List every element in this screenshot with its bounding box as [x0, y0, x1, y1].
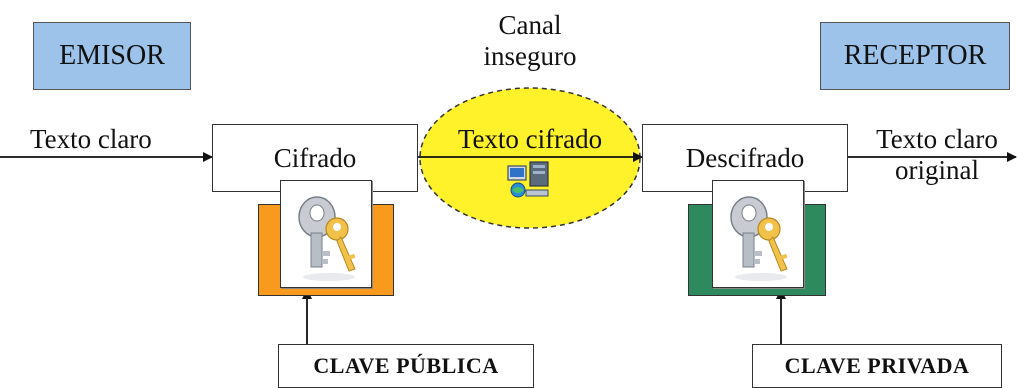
receptor-label: RECEPTOR	[843, 40, 987, 71]
network-computers-icon	[506, 160, 552, 200]
channel-title: Canal inseguro	[470, 10, 590, 72]
output-label-line1: Texto claro	[876, 124, 998, 154]
encrypt-label: Cifrado	[273, 142, 357, 173]
emisor-label: EMISOR	[59, 40, 165, 71]
decrypt-label: Descifrado	[685, 142, 805, 173]
key-icon	[730, 196, 788, 281]
encrypt-key-card	[280, 180, 372, 288]
decrypt-key-card	[712, 180, 804, 288]
encrypt-box: Cifrado	[212, 124, 418, 192]
private-key-label: CLAVE PRIVADA	[784, 353, 970, 378]
receptor-box: RECEPTOR	[820, 22, 1010, 90]
channel-title-line2: inseguro	[483, 41, 577, 72]
channel-inner-label: Texto cifrado	[457, 124, 603, 154]
output-label-line2: original	[895, 155, 979, 186]
key-icon	[298, 196, 356, 281]
public-key-box: CLAVE PÚBLICA	[278, 344, 534, 388]
public-key-label: CLAVE PÚBLICA	[313, 353, 499, 378]
private-key-box: CLAVE PRIVADA	[752, 344, 1002, 388]
channel-title-line1: Canal	[498, 10, 562, 40]
channel-ellipse	[419, 87, 641, 229]
emisor-box: EMISOR	[33, 22, 191, 90]
output-label: Texto claro original	[862, 124, 1012, 186]
input-label: Texto claro	[30, 124, 152, 154]
